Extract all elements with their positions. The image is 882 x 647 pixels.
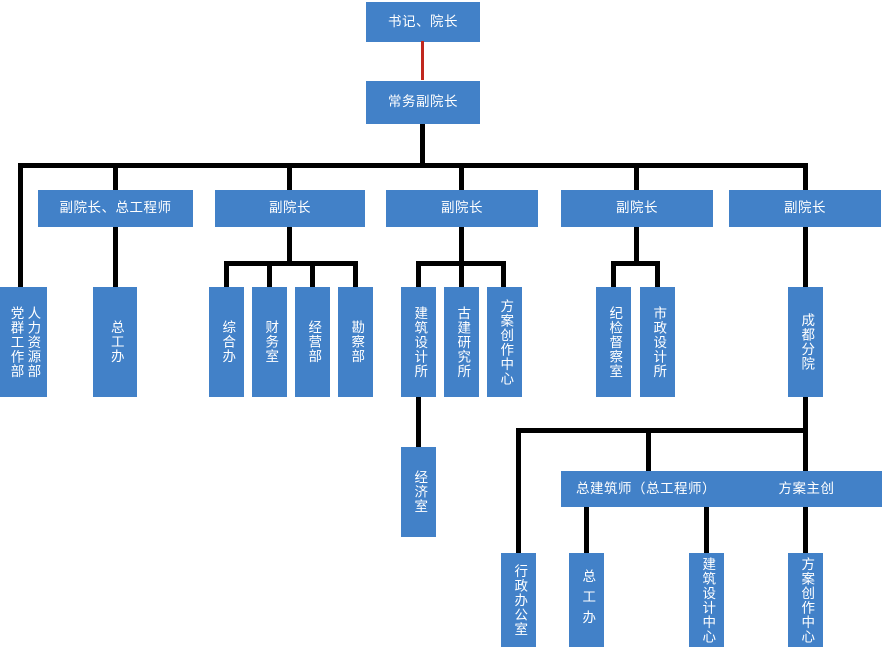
connector-chengdu-to-chief-architect — [646, 428, 651, 472]
connector-architecture-to-economics — [416, 396, 421, 448]
connector-lead-scheme-to-creation-center — [803, 506, 808, 554]
connector-bus-to-vice-dean-3 — [459, 163, 464, 191]
connector-bus-to-vice-dean-chief-engineer — [113, 163, 118, 191]
node-root[interactable]: 书记、院长 — [366, 2, 480, 42]
connector-level2-bus — [18, 163, 808, 168]
node-lead-scheme-designer-label: 方案主创 — [778, 480, 835, 497]
connector-vicedean1-to-chief-engineer-office — [113, 226, 118, 288]
node-chief-engineer-office-branch[interactable]: 总工办 — [569, 553, 604, 647]
connector-root-to-executive — [421, 41, 424, 80]
node-general-office-label: 综合办 — [219, 320, 236, 364]
node-discipline-inspection-office[interactable]: 纪检督察室 — [596, 287, 631, 397]
connector-vicedean4-to-municipal-design — [655, 261, 660, 288]
node-survey-dept-label: 勘察部 — [348, 320, 365, 364]
node-municipal-design-institute[interactable]: 市政设计所 — [640, 287, 675, 397]
connector-chengdu-to-administrative-office — [516, 428, 521, 554]
node-economics-office[interactable]: 经济室 — [401, 447, 436, 537]
node-chief-engineer-office[interactable]: 总工办 — [93, 287, 137, 397]
connector-vicedean4-down — [634, 226, 639, 264]
node-ancient-architecture-institute[interactable]: 古建研究所 — [444, 287, 479, 397]
connector-chengdu-to-lead-scheme-designer — [803, 428, 808, 472]
node-hr-party-dept-label: 人力资源部 党群工作部 — [7, 305, 41, 379]
node-vice-dean-4-label: 副院长 — [616, 200, 658, 217]
connector-vicedean3-to-architecture-institute — [416, 261, 421, 288]
node-architecture-design-institute[interactable]: 建筑设计所 — [401, 287, 436, 397]
connector-vicedean2-to-operations-dept — [310, 261, 315, 288]
node-finance-office-label: 财务室 — [262, 320, 279, 364]
connector-vicedean2-to-finance-office — [267, 261, 272, 288]
node-vice-dean-chief-engineer[interactable]: 副院长、总工程师 — [38, 190, 193, 227]
node-ancient-architecture-institute-label: 古建研究所 — [454, 305, 471, 379]
connector-executive-down — [420, 123, 425, 167]
node-vice-dean-3-label: 副院长 — [441, 200, 483, 217]
connector-vicedean2-down — [287, 226, 292, 264]
node-vice-dean-2[interactable]: 副院长 — [215, 190, 365, 227]
node-chief-architect-label: 总建筑师（总工程师） — [576, 480, 716, 497]
node-chief-engineer-office-branch-label: 总工办 — [579, 569, 596, 631]
node-architecture-design-center-label: 建筑设计中心 — [699, 556, 716, 644]
connector-chief-architect-to-architecture-design-center — [704, 506, 709, 554]
node-administrative-office-label: 行政办公室 — [511, 563, 528, 637]
node-vice-dean-5[interactable]: 副院长 — [729, 190, 881, 227]
connector-vicedean3-to-scheme-creation — [501, 261, 506, 288]
node-architecture-design-institute-label: 建筑设计所 — [411, 305, 428, 379]
connector-bus-to-vice-dean-4 — [634, 163, 639, 191]
connector-vicedean2-bus — [224, 261, 358, 266]
node-operations-dept[interactable]: 经营部 — [295, 287, 330, 397]
node-vice-dean-4[interactable]: 副院长 — [561, 190, 713, 227]
node-municipal-design-institute-label: 市政设计所 — [650, 305, 667, 379]
connector-chengdu-down — [803, 396, 808, 432]
node-economics-office-label: 经济室 — [411, 470, 428, 514]
node-lead-scheme-designer[interactable]: 方案主创 — [731, 471, 882, 507]
node-administrative-office[interactable]: 行政办公室 — [501, 553, 536, 647]
connector-vicedean3-to-ancient-architecture — [459, 261, 464, 288]
connector-vicedean5-to-chengdu-branch — [803, 226, 808, 288]
node-root-label: 书记、院长 — [388, 13, 458, 30]
node-vice-dean-chief-engineer-label: 副院长、总工程师 — [59, 200, 172, 217]
node-discipline-inspection-office-label: 纪检督察室 — [606, 305, 623, 379]
node-vice-dean-3[interactable]: 副院长 — [386, 190, 538, 227]
node-chief-engineer-office-label: 总工办 — [107, 320, 124, 364]
node-vice-dean-5-label: 副院长 — [784, 200, 826, 217]
connector-vicedean4-to-discipline-inspection — [611, 261, 616, 288]
connector-vicedean2-to-survey-dept — [353, 261, 358, 288]
connector-vicedean4-bus — [611, 261, 660, 266]
connector-vicedean2-to-general-office — [224, 261, 229, 288]
connector-chengdu-bus — [516, 428, 808, 433]
node-scheme-creation-center[interactable]: 方案创作中心 — [487, 287, 522, 397]
node-chief-architect[interactable]: 总建筑师（总工程师） — [561, 471, 731, 507]
connector-bus-to-vice-dean-2 — [287, 163, 292, 191]
connector-bus-to-vice-dean-5 — [803, 163, 808, 191]
node-operations-dept-label: 经营部 — [305, 320, 322, 364]
connector-vicedean3-down — [459, 226, 464, 264]
node-architecture-design-center[interactable]: 建筑设计中心 — [689, 553, 724, 647]
node-general-office[interactable]: 综合办 — [209, 287, 244, 397]
connector-chief-architect-to-chief-engineer-office — [584, 506, 589, 554]
node-scheme-creation-center-branch[interactable]: 方案创作中心 — [788, 553, 823, 647]
node-chengdu-branch-label: 成都分院 — [798, 313, 815, 371]
node-scheme-creation-center-branch-label: 方案创作中心 — [798, 556, 815, 644]
node-chengdu-branch[interactable]: 成都分院 — [788, 287, 823, 397]
node-executive-vice-dean[interactable]: 常务副院长 — [366, 81, 480, 124]
node-survey-dept[interactable]: 勘察部 — [338, 287, 373, 397]
node-executive-vice-dean-label: 常务副院长 — [388, 94, 458, 111]
node-hr-party-dept[interactable]: 人力资源部 党群工作部 — [0, 287, 47, 397]
node-scheme-creation-center-label: 方案创作中心 — [497, 298, 514, 386]
node-finance-office[interactable]: 财务室 — [252, 287, 287, 397]
node-vice-dean-2-label: 副院长 — [269, 200, 311, 217]
connector-bus-to-hr-party — [18, 163, 23, 288]
